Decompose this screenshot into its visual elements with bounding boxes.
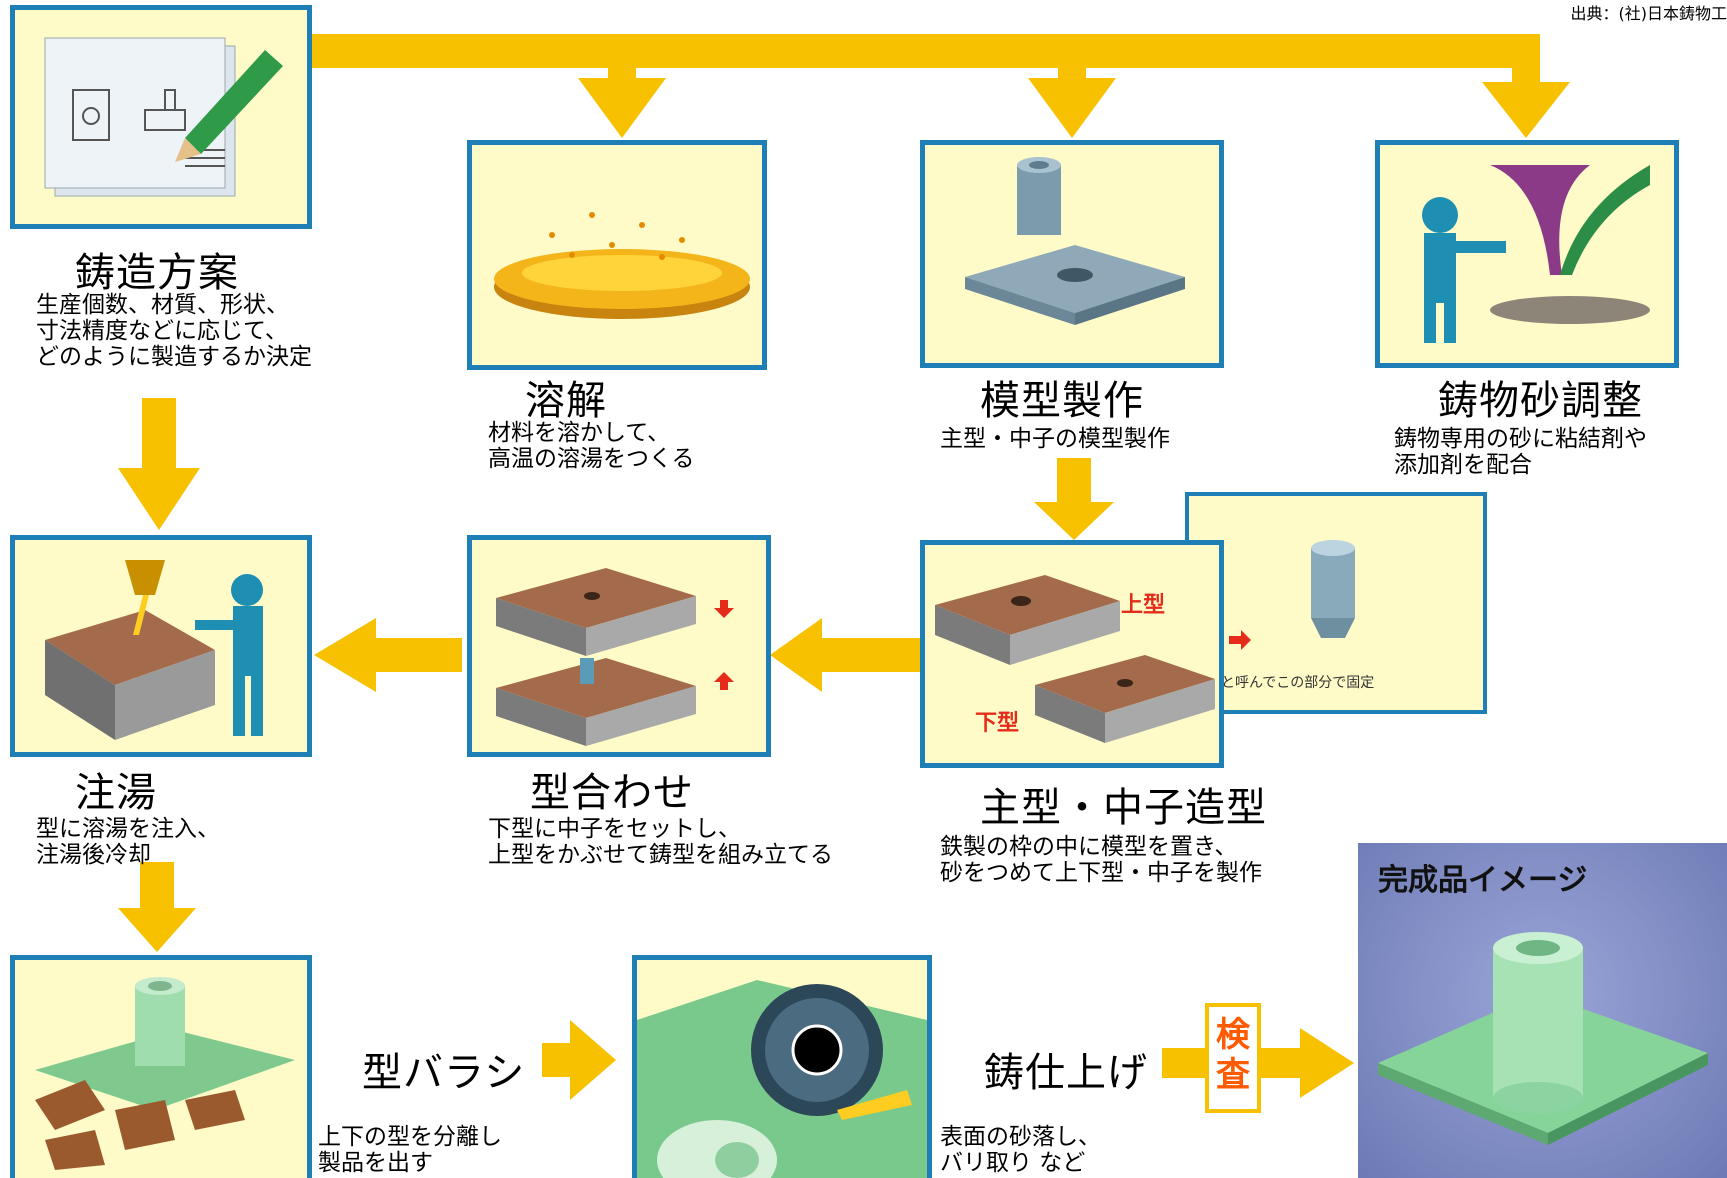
step-desc-pattern: 主型・中子の模型製作 bbox=[940, 426, 1170, 452]
molding-illustration: 上型 下型 bbox=[920, 540, 1224, 768]
arrow-plan-to-pouring bbox=[118, 468, 200, 530]
step-desc-finishing: 表面の砂落し、 バリ取り など bbox=[940, 1124, 1101, 1176]
step-title-assembly: 型合わせ bbox=[530, 770, 694, 816]
assembly-illustration bbox=[467, 535, 771, 757]
step-title-melting: 溶解 bbox=[525, 378, 607, 424]
casting-plan-illustration bbox=[10, 5, 312, 229]
finished-product-image: 完成品イメージ bbox=[1358, 843, 1727, 1178]
upper-mold-label: 上型 bbox=[1121, 593, 1166, 618]
step-desc-assembly: 下型に中子をセットし、 上型をかぶせて鋳型を組み立てる bbox=[488, 816, 833, 868]
arrow-to-finished bbox=[1300, 1028, 1354, 1098]
source-credit: 出典：(社)日本鋳物工 bbox=[1570, 4, 1727, 23]
step-title-finishing: 鋳仕上げ bbox=[984, 1050, 1148, 1096]
step-desc-molding: 鉄製の枠の中に模型を置き、 砂をつめて上下型・中子を製作 bbox=[940, 834, 1262, 886]
inspection-text: 検査 bbox=[1216, 1015, 1250, 1095]
melting-illustration bbox=[467, 140, 767, 370]
pouring-illustration bbox=[10, 535, 312, 757]
lower-mold-label: 下型 bbox=[975, 711, 1020, 736]
step-desc-shakeout: 上下の型を分離し 製品を出す bbox=[318, 1124, 502, 1176]
step-title-molding: 主型・中子造型 bbox=[980, 785, 1267, 831]
finished-title: 完成品イメージ bbox=[1378, 863, 1588, 898]
finishing-illustration bbox=[632, 955, 932, 1178]
arrow-to-pattern bbox=[1028, 78, 1116, 138]
arrow-assembly-to-pouring bbox=[314, 618, 376, 692]
top-bus-arrow bbox=[312, 34, 1540, 68]
arrow-to-melting bbox=[578, 78, 666, 138]
step-title-pattern: 模型製作 bbox=[980, 378, 1144, 424]
arrow-molding-to-assembly bbox=[770, 618, 822, 692]
arrow-pattern-to-molding bbox=[1034, 502, 1114, 540]
inspection-label: 検査 bbox=[1205, 1003, 1261, 1113]
sand-illustration bbox=[1375, 140, 1679, 368]
arrow-shakeout-to-finishing bbox=[570, 1020, 616, 1100]
step-desc-pouring: 型に溶湯を注入、 注湯後冷却 bbox=[36, 816, 220, 868]
step-title-pouring: 注湯 bbox=[75, 770, 157, 816]
step-desc-sand: 鋳物専用の砂に粘結剤や 添加剤を配合 bbox=[1394, 426, 1647, 478]
step-title-casting-plan: 鋳造方案 bbox=[75, 250, 239, 296]
pattern-illustration bbox=[920, 140, 1224, 368]
step-title-sand: 鋳物砂調整 bbox=[1438, 378, 1643, 424]
shakeout-illustration bbox=[10, 955, 312, 1178]
step-desc-casting-plan: 生産個数、材質、形状、 寸法精度などに応じて、 どのように製造するか決定 bbox=[36, 292, 312, 370]
arrow-pouring-to-shakeout bbox=[118, 908, 196, 952]
arrow-to-sand bbox=[1482, 82, 1570, 138]
step-desc-melting: 材料を溶かして、 高温の溶湯をつくる bbox=[488, 420, 695, 472]
core-print-illustration: 巾木と呼んでこの部分で固定 bbox=[1185, 492, 1487, 714]
core-print-note: 巾木と呼んでこの部分で固定 bbox=[1193, 675, 1375, 691]
step-title-shakeout: 型バラシ bbox=[362, 1050, 526, 1096]
